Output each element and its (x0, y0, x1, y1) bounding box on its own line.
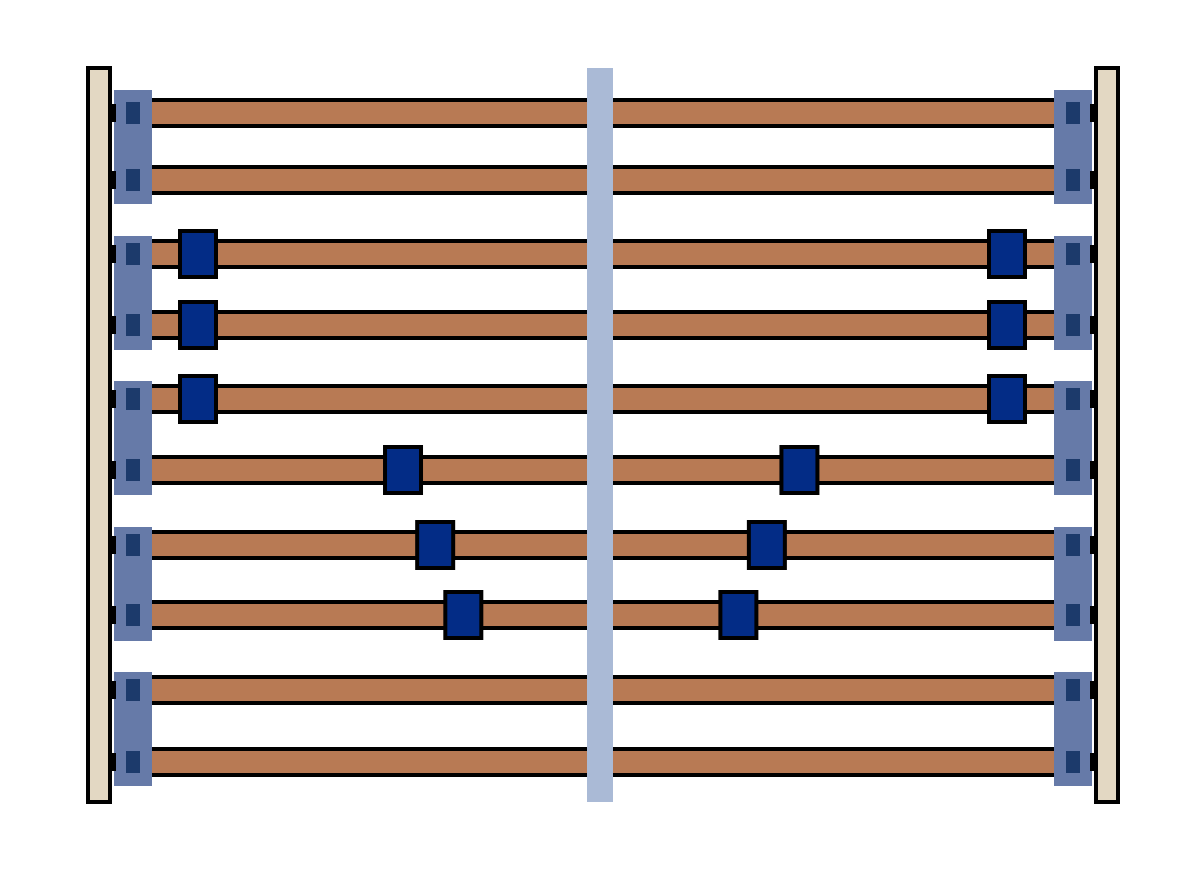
slat-right-half (598, 455, 1062, 485)
slat-holder-left (110, 672, 152, 786)
slat-end (1090, 536, 1096, 554)
firmness-adjuster-right (987, 374, 1027, 424)
slat-end (1090, 316, 1096, 334)
slat-end (1090, 753, 1096, 771)
slat-right-half (598, 747, 1062, 777)
holder-clip (1066, 751, 1080, 773)
holder-clip (1066, 534, 1080, 556)
slat-right-half (598, 98, 1062, 128)
holder-clip (126, 604, 140, 626)
slat-holder-left (110, 381, 152, 495)
slat (142, 747, 1062, 777)
slat-end (1090, 681, 1096, 699)
firmness-adjuster-left (178, 300, 218, 350)
slat-end (110, 461, 116, 479)
slat-end (1090, 171, 1096, 189)
holder-clip (126, 102, 140, 124)
slat-end (110, 245, 116, 263)
slat (142, 98, 1062, 128)
slat-end (110, 316, 116, 334)
slat-end (1090, 461, 1096, 479)
holder-clip (1066, 314, 1080, 336)
slat (142, 530, 1062, 560)
firmness-adjuster-right (746, 520, 787, 570)
slats (142, 98, 1062, 777)
slat-end (110, 390, 116, 408)
holder-clip (126, 459, 140, 481)
right-rail (1094, 66, 1120, 804)
firmness-adjuster-right (779, 445, 820, 495)
holder-clip (126, 169, 140, 191)
slat-left-half (142, 530, 602, 560)
slat-holder-left (110, 236, 152, 350)
holder-clip (1066, 459, 1080, 481)
slat-right-half (598, 600, 1062, 630)
slat-right-half (598, 530, 1062, 560)
slat-end (110, 753, 116, 771)
firmness-adjuster-right (987, 300, 1027, 350)
firmness-adjusters (178, 229, 1027, 640)
holder-clip (1066, 388, 1080, 410)
slat-end (110, 104, 116, 122)
holder-clip (1066, 604, 1080, 626)
holder-clip (1066, 169, 1080, 191)
holder-clip (1066, 243, 1080, 265)
slat-end (1090, 390, 1096, 408)
center-beam-group (587, 68, 613, 802)
holder-clip (126, 243, 140, 265)
slat-holder-right (1054, 236, 1096, 350)
holder-clip (126, 751, 140, 773)
slat (142, 239, 1062, 269)
holder-clip (126, 388, 140, 410)
slat-holder-right (1054, 672, 1096, 786)
center-beam (587, 68, 613, 802)
firmness-adjuster-right (987, 229, 1027, 279)
slat-end (110, 681, 116, 699)
firmness-adjuster-left (415, 520, 456, 570)
holder-clip (126, 679, 140, 701)
slat-right-half (598, 675, 1062, 705)
slat-end (110, 536, 116, 554)
holder-clip (126, 534, 140, 556)
holder-clip (1066, 102, 1080, 124)
holder-clip (1066, 679, 1080, 701)
slat-right-half (598, 165, 1062, 195)
firmness-adjuster-left (178, 229, 218, 279)
slat-end (110, 171, 116, 189)
left-rail (86, 66, 112, 804)
slat-end (1090, 606, 1096, 624)
firmness-adjuster-right (718, 590, 759, 640)
slat-left-half (142, 98, 602, 128)
slat-left-half (142, 675, 602, 705)
slat-left-half (142, 600, 602, 630)
slat-holders (110, 90, 1096, 786)
slat-end (110, 606, 116, 624)
slat-holder-left (110, 527, 152, 641)
slat-left-half (142, 239, 602, 269)
slat-left-half (142, 165, 602, 195)
side-rails (86, 66, 1120, 804)
firmness-adjuster-left (178, 374, 218, 424)
slat-left-half (142, 455, 602, 485)
slat-end (1090, 245, 1096, 263)
holder-clip (126, 314, 140, 336)
slat-holder-right (1054, 381, 1096, 495)
firmness-adjuster-left (383, 445, 424, 495)
slat-holder-right (1054, 90, 1096, 204)
slat-holder-left (110, 90, 152, 204)
slat-left-half (142, 747, 602, 777)
slat-holder-right (1054, 527, 1096, 641)
slat-end (1090, 104, 1096, 122)
firmness-adjuster-left (443, 590, 484, 640)
